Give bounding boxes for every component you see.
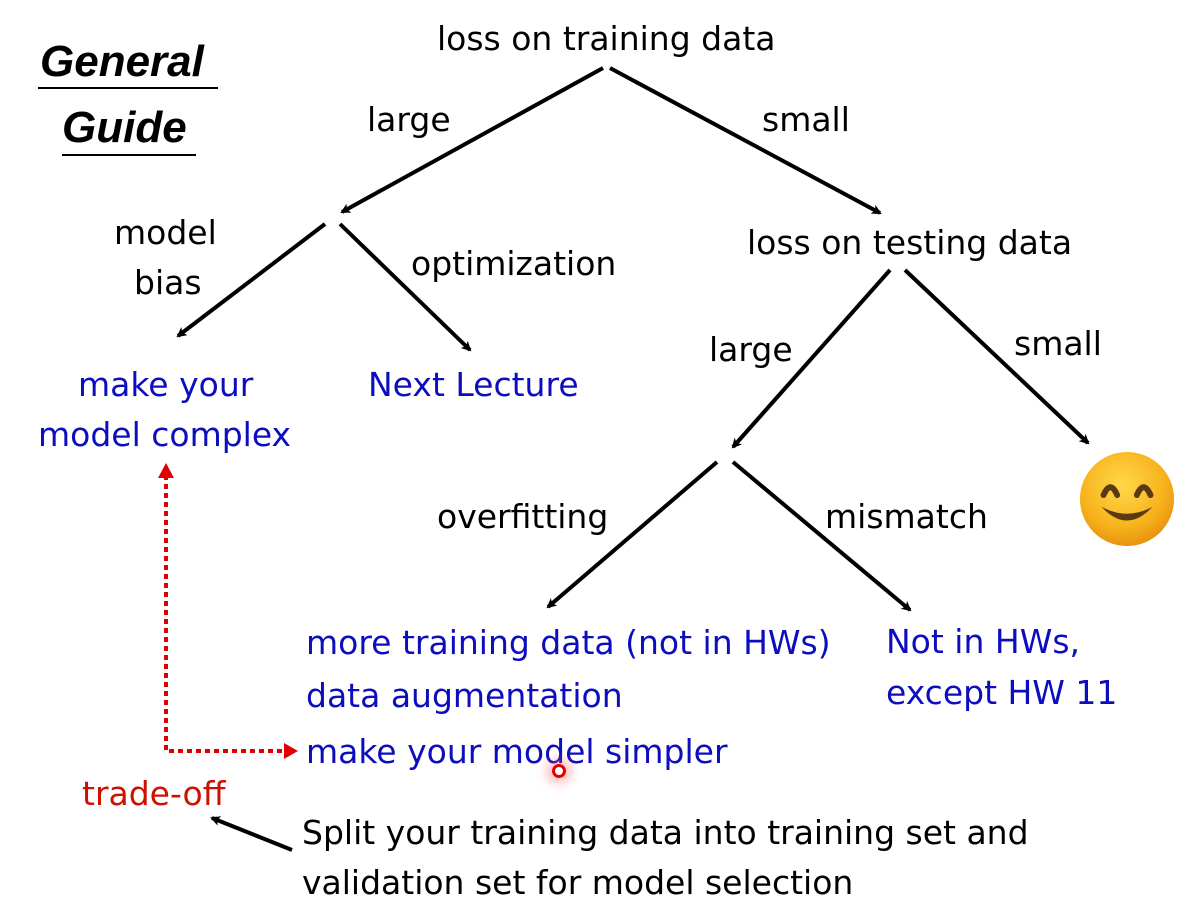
solution-make-model-complex-line-1: make your xyxy=(78,365,254,404)
label-trade-off: trade-off xyxy=(82,774,226,813)
tradeoff-arrowhead-up xyxy=(158,463,174,478)
arrow-split-to-tradeoff xyxy=(210,816,293,852)
solution-make-model-simpler: make your model simpler xyxy=(306,732,728,771)
note-split-line-2: validation set for model selection xyxy=(302,863,854,902)
arrow-test-to-large xyxy=(731,268,892,449)
title-line-1: General xyxy=(40,37,204,86)
title-line-2: Guide xyxy=(62,103,187,152)
label-mismatch: mismatch xyxy=(825,497,988,536)
solution-next-lecture: Next Lecture xyxy=(368,365,579,404)
tradeoff-arrowhead-right xyxy=(284,743,298,759)
title-underline-2 xyxy=(62,154,196,156)
tradeoff-dotted-connector xyxy=(164,475,288,753)
label-optimization: optimization xyxy=(411,244,617,283)
solution-mismatch-line-2: except HW 11 xyxy=(886,673,1118,712)
arrow-test-to-small xyxy=(903,268,1090,445)
label-model-bias-line-2: bias xyxy=(134,263,202,302)
node-loss-on-training-data: loss on training data xyxy=(437,19,776,58)
label-training-large: large xyxy=(367,100,451,139)
solution-data-augmentation: data augmentation xyxy=(306,676,623,715)
note-split-line-1: Split your training data into training s… xyxy=(302,813,1029,852)
arrow-to-optimization xyxy=(338,222,472,352)
label-testing-small: small xyxy=(1014,324,1102,363)
label-training-small: small xyxy=(762,100,850,139)
solution-more-training-data: more training data (not in HWs) xyxy=(306,623,831,662)
pointer-cursor-indicator xyxy=(552,764,566,778)
arrow-root-to-large xyxy=(340,66,604,214)
label-testing-large: large xyxy=(709,330,793,369)
arrow-to-model-bias xyxy=(176,222,327,338)
label-model-bias-line-1: model xyxy=(114,213,217,252)
solution-make-model-complex-line-2: model complex xyxy=(38,415,292,454)
title-underline-1 xyxy=(38,87,218,89)
smiling-face-emoji-icon xyxy=(1079,451,1175,547)
solution-mismatch-line-1: Not in HWs, xyxy=(886,622,1081,661)
arrow-to-mismatch xyxy=(731,460,912,612)
node-loss-on-testing-data: loss on testing data xyxy=(747,223,1073,262)
arrow-to-overfitting xyxy=(546,460,719,609)
label-overfitting: overfitting xyxy=(437,497,609,536)
arrow-root-to-small xyxy=(609,66,882,215)
